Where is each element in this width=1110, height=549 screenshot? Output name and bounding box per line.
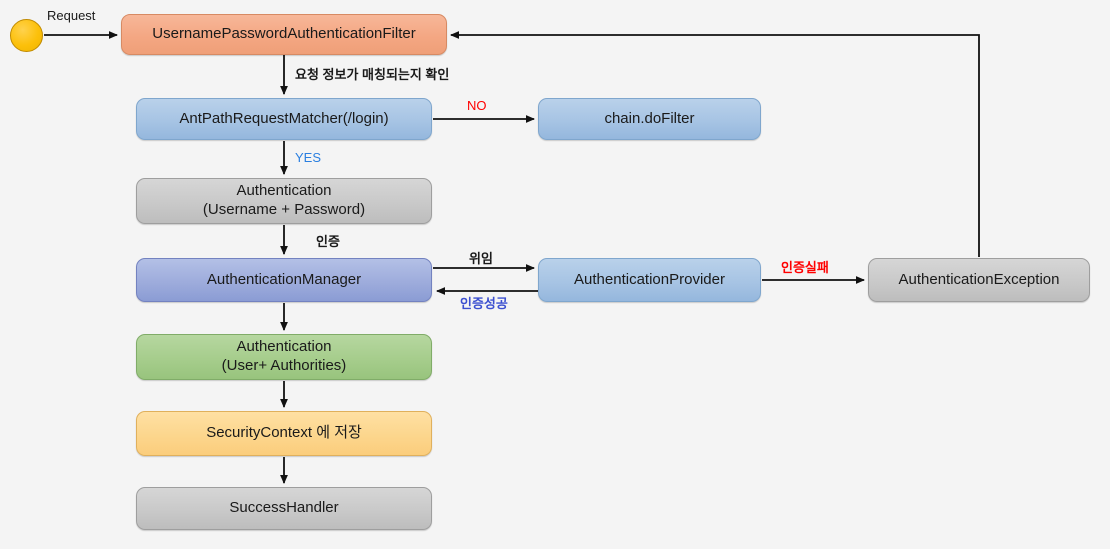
node-label: AuthenticationException <box>898 270 1060 288</box>
node-authentication-manager[interactable]: AuthenticationManager <box>136 258 432 302</box>
edge-label-request: Request <box>47 8 96 23</box>
node-securitycontext-store[interactable]: SecurityContext 에 저장 <box>136 411 432 456</box>
edge-label-auth-success: 인증성공 <box>460 296 508 311</box>
node-label: SecurityContext 에 저장 <box>206 424 362 442</box>
node-label: SuccessHandler <box>229 499 339 517</box>
node-label: UsernamePasswordAuthenticationFilter <box>152 25 416 43</box>
request-start-circle <box>10 19 43 52</box>
node-username-password-authentication-filter[interactable]: UsernamePasswordAuthenticationFilter <box>121 14 447 55</box>
edge-label-no: NO <box>467 98 487 113</box>
node-authentication-username-password[interactable]: Authentication (Username + Password) <box>136 178 432 224</box>
node-authentication-exception[interactable]: AuthenticationException <box>868 258 1090 302</box>
node-label: Authentication (Username + Password) <box>202 182 366 218</box>
edge-label-yes: YES <box>295 150 322 165</box>
edge-exception-to-filter <box>450 31 980 257</box>
edge-label-match-check: 요청 정보가 매칭되는지 확인 <box>295 67 450 82</box>
edge-label-auth-fail: 인증실패 <box>781 260 829 275</box>
node-label: chain.doFilter <box>604 109 695 127</box>
node-success-handler[interactable]: SuccessHandler <box>136 487 432 530</box>
node-label: Authentication (User+ Authorities) <box>221 338 347 374</box>
node-label: AuthenticationProvider <box>574 270 725 288</box>
node-label: AntPathRequestMatcher(/login) <box>179 109 389 127</box>
node-authentication-provider[interactable]: AuthenticationProvider <box>538 258 761 302</box>
edge-label-delegate: 위임 <box>469 251 493 266</box>
node-chain-dofilter[interactable]: chain.doFilter <box>538 98 761 140</box>
node-label: AuthenticationManager <box>206 270 362 288</box>
edge-label-authenticate: 인증 <box>316 234 340 249</box>
node-ant-path-request-matcher[interactable]: AntPathRequestMatcher(/login) <box>136 98 432 140</box>
node-authentication-user-authorities[interactable]: Authentication (User+ Authorities) <box>136 334 432 380</box>
